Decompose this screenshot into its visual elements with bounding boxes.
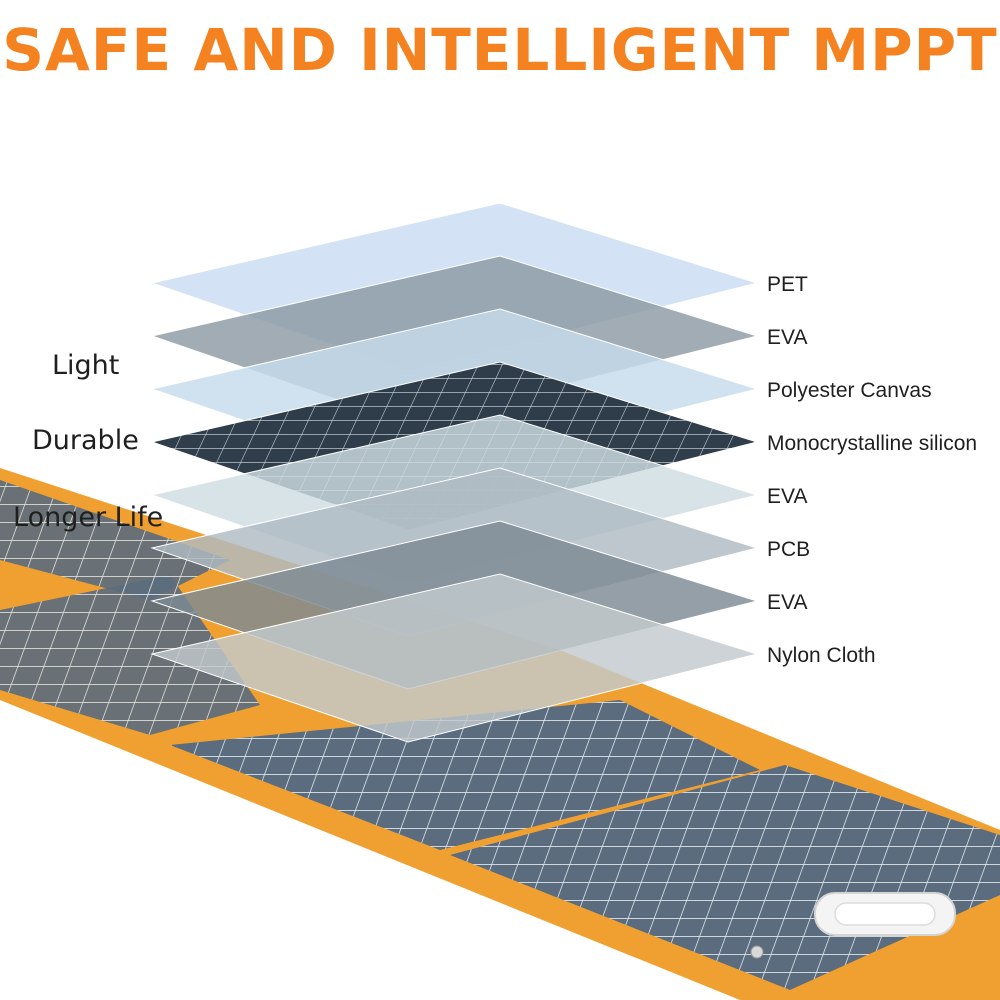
grommet-icon xyxy=(750,945,764,959)
layer-label: PCB xyxy=(767,538,811,561)
headline: SAFE AND INTELLIGENT MPPT xyxy=(2,16,998,84)
layer-label: EVA xyxy=(767,591,808,614)
layer-sheet xyxy=(150,573,759,743)
layer-label: EVA xyxy=(767,485,808,508)
handle-slot xyxy=(834,902,936,926)
layer-label: PET xyxy=(767,273,808,296)
feature-longer-life: Longer Life xyxy=(13,502,164,533)
layer-label: Polyester Canvas xyxy=(767,379,932,402)
panel-cells-segment xyxy=(170,700,760,850)
feature-durable: Durable xyxy=(32,425,139,456)
panel-cells-segment xyxy=(0,480,230,600)
layer-label: EVA xyxy=(767,326,808,349)
layer-label: Nylon Cloth xyxy=(767,644,876,667)
layer-label: Monocrystalline silicon xyxy=(767,432,978,455)
feature-light: Light xyxy=(52,350,120,381)
